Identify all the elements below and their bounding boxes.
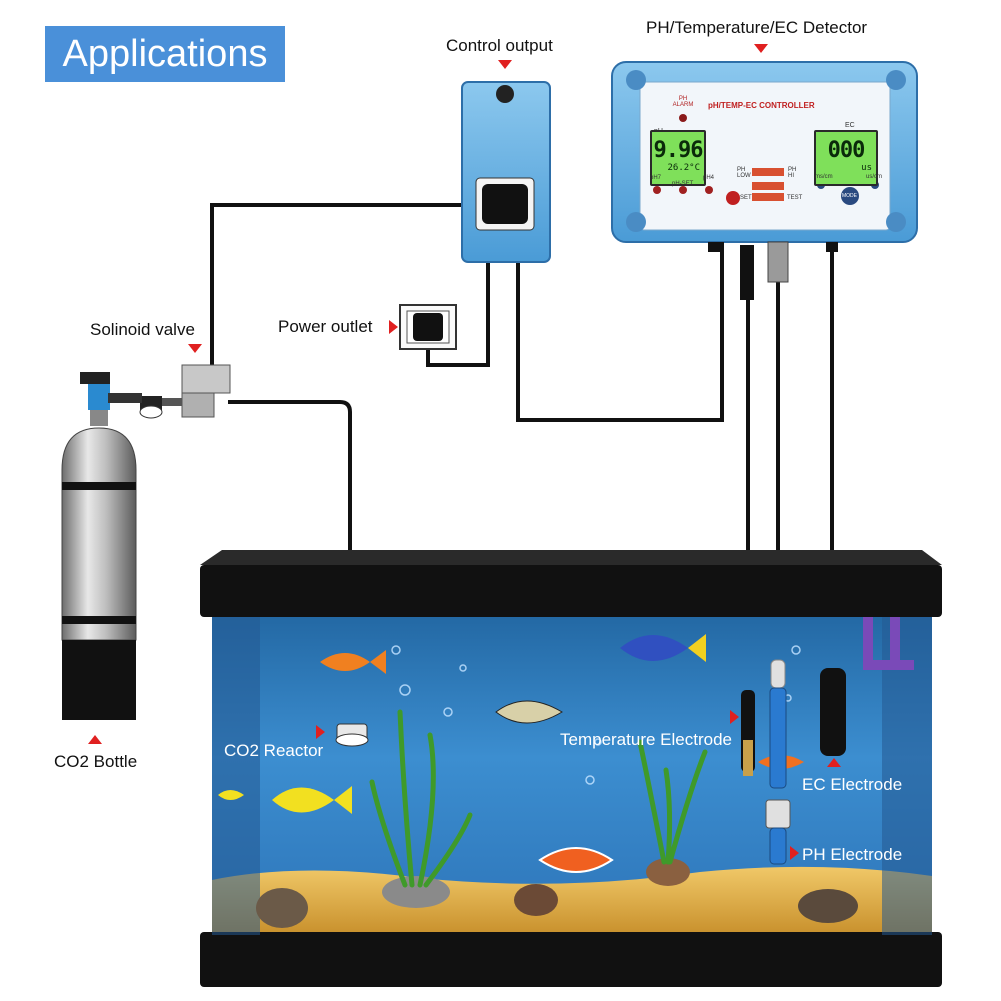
temperature-electrode-marker: [730, 710, 739, 724]
co2-bottle-marker: [88, 735, 102, 744]
set-button[interactable]: SET: [740, 195, 752, 201]
applications-banner: Applications: [45, 26, 285, 82]
control-output-marker: [498, 60, 512, 69]
electrodes: [741, 659, 846, 865]
control-output-label: Control output: [446, 36, 553, 55]
controller-device: [611, 61, 918, 300]
solenoid-valve: [139, 364, 231, 419]
power-outlet-marker: [389, 320, 398, 334]
ms-cm-label: ms/cm: [815, 174, 833, 180]
mode-button[interactable]: MODE: [842, 193, 857, 199]
ec-lcd-display: 000 us: [814, 130, 878, 186]
ec-unit: us: [861, 163, 872, 173]
ph-hi-indicator: PH HI: [788, 167, 797, 179]
gas-line: [228, 400, 352, 560]
ec-electrode-marker: [827, 758, 841, 767]
co2-reactor: [335, 723, 369, 747]
control-output-device: [461, 81, 551, 263]
ph-electrode-marker: [790, 846, 799, 860]
ph-electrode-label: PH Electrode: [802, 845, 903, 864]
detector-marker: [754, 44, 768, 53]
ph7-button[interactable]: pH7: [650, 175, 662, 181]
cable-control-to-valve: [210, 203, 480, 365]
cable-to-controller: [516, 250, 724, 422]
co2-reactor-label: CO2 Reactor: [224, 741, 324, 760]
temperature-electrode-label: Temperature Electrode: [560, 730, 732, 749]
test-button[interactable]: TEST: [787, 195, 803, 201]
ph-set-button[interactable]: pH-SET: [672, 181, 694, 187]
detector-label: PH/Temperature/EC Detector: [646, 18, 868, 37]
co2-bottle-label: CO2 Bottle: [54, 752, 138, 771]
co2-bottle: [61, 372, 142, 720]
fish: [218, 634, 804, 873]
ph-reading: 9.96: [653, 138, 704, 163]
ph4-button[interactable]: pH4: [703, 175, 715, 181]
ec-reading: 000: [827, 138, 866, 163]
power-outlet: [399, 304, 457, 350]
ec-electrode-label: EC Electrode: [802, 775, 903, 794]
power-outlet-label: Power outlet: [278, 317, 373, 336]
ph-lcd-display: 9.96 26.2°C: [650, 130, 706, 186]
temperature-reading: 26.2°C: [667, 163, 700, 173]
ec-display-label: EC: [845, 122, 855, 129]
ph-alarm-label: PH ALARM: [672, 96, 694, 108]
us-cm-label: us/cm: [866, 174, 883, 180]
aquarium: [200, 550, 942, 987]
ph-low-indicator: PH LOW: [737, 167, 751, 179]
solenoid-valve-marker: [188, 344, 202, 353]
co2-reactor-marker: [316, 725, 325, 739]
controller-title: pH/TEMP-EC CONTROLLER: [708, 101, 815, 110]
solenoid-valve-label: Solinoid valve: [90, 320, 195, 339]
